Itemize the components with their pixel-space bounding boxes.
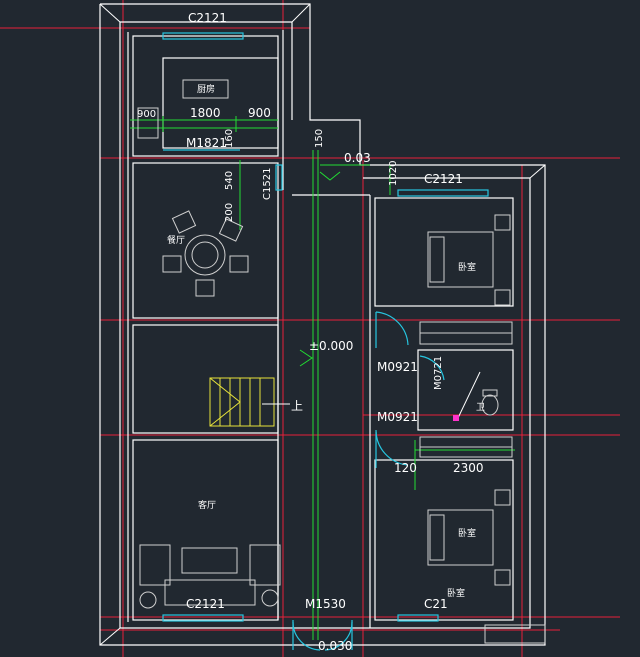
bed-1: [427, 214, 511, 306]
dim-kitchen-mid: 1800: [190, 106, 221, 120]
door-label-bedroom: M0921: [377, 360, 418, 374]
room-label-bath: 卫: [476, 403, 485, 413]
wardrobe-2: [419, 436, 513, 458]
dim-160: 160: [224, 129, 235, 148]
doors: [163, 149, 445, 651]
bed-3-partial: [484, 624, 546, 644]
window-label-right-top: C2121: [424, 172, 463, 186]
level-step: 0.03: [344, 151, 371, 165]
kitchen-counter: [137, 79, 229, 139]
window-label-bottom-right: C21: [424, 597, 448, 611]
window-label-bottom-left: C2121: [186, 597, 225, 611]
room-label-dining: 餐厅: [167, 234, 185, 246]
windows: [162, 32, 489, 622]
stair-up-label: 上: [291, 399, 303, 413]
dim-150: 150: [314, 129, 325, 148]
stair: [209, 377, 290, 427]
dimension-lines: [130, 116, 515, 640]
dim-1020: 1020: [388, 161, 399, 186]
window-label-kitchen-side: C1521: [262, 168, 273, 200]
dining-table: [162, 210, 249, 297]
dim-2300: 2300: [453, 461, 484, 475]
room-label-bedroom-1: 卧室: [458, 261, 476, 273]
room-label-bedroom-2: 卧室: [458, 527, 476, 539]
living-sofa: [139, 544, 281, 609]
door-label-kitchen: M1821: [186, 136, 227, 150]
dim-540: 540: [224, 171, 235, 190]
level-entry: 0.030: [318, 639, 352, 653]
door-label-bath: M0921: [377, 410, 418, 424]
dim-120: 120: [394, 461, 417, 475]
level-main: ±0.000: [309, 339, 353, 353]
room-label-living: 客厅: [198, 499, 216, 511]
bath-fixtures: [453, 371, 499, 421]
door-label-entrance: M1530: [305, 597, 346, 611]
dim-kitchen-left: 900: [137, 109, 156, 120]
dim-kitchen-right: 900: [248, 106, 271, 120]
room-label-kitchen: 厨房: [197, 83, 215, 95]
bed-2: [427, 489, 511, 586]
corner-markers: [99, 3, 546, 646]
window-label-top: C2121: [188, 11, 227, 25]
door-label-bath-inner: M0721: [433, 356, 444, 390]
dim-200: 200: [224, 203, 235, 222]
interior-walls: [132, 35, 514, 628]
room-label-bedroom-3: 卧室: [447, 587, 465, 599]
wardrobe-1: [419, 321, 513, 345]
